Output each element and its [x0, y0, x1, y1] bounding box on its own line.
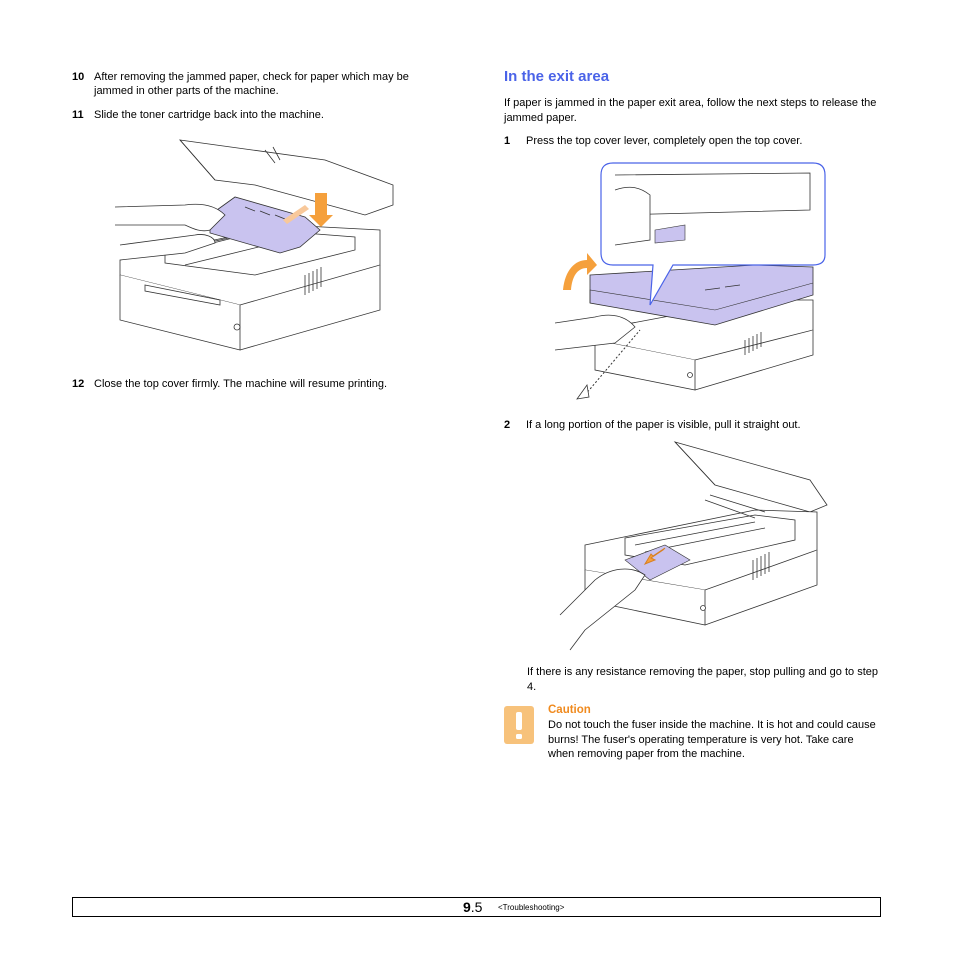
pull-arrow-icon: [643, 547, 666, 566]
step-number: 12: [72, 378, 85, 390]
page-number: 9.5: [463, 899, 482, 915]
step-number: 10: [72, 71, 85, 83]
down-arrow-icon: [309, 193, 333, 227]
resistance-note: If there is any resistance removing the …: [527, 666, 878, 693]
step-number: 2: [504, 419, 511, 431]
open-top-cover-illustration: [555, 162, 826, 400]
page-footer: 9.5 <Troubleshooting>: [72, 897, 881, 917]
toner-cartridge: [209, 196, 321, 254]
section-name: <Troubleshooting>: [498, 903, 565, 912]
chapter-number: 9: [463, 899, 471, 915]
step-text: Slide the toner cartridge back into the …: [94, 109, 324, 121]
step-text: After removing the jammed paper, check f…: [94, 71, 409, 97]
step-number: 1: [504, 135, 511, 147]
exclamation-icon: [504, 706, 534, 744]
step-number: 11: [72, 109, 84, 121]
lift-arrow-icon: [563, 253, 597, 290]
step-text: Press the top cover lever, completely op…: [526, 135, 803, 147]
toner-insert-illustration: [115, 139, 394, 351]
caution-text: Do not touch the fuser inside the machin…: [548, 719, 876, 760]
page-suffix: .5: [470, 899, 483, 915]
section-heading: In the exit area: [504, 68, 610, 85]
step-text: If a long portion of the paper is visibl…: [526, 419, 801, 431]
pull-paper-illustration: [559, 441, 828, 651]
step-text: Close the top cover firmly. The machine …: [94, 378, 388, 390]
intro-paragraph: If paper is jammed in the paper exit are…: [504, 97, 877, 124]
caution-title: Caution: [548, 704, 591, 716]
